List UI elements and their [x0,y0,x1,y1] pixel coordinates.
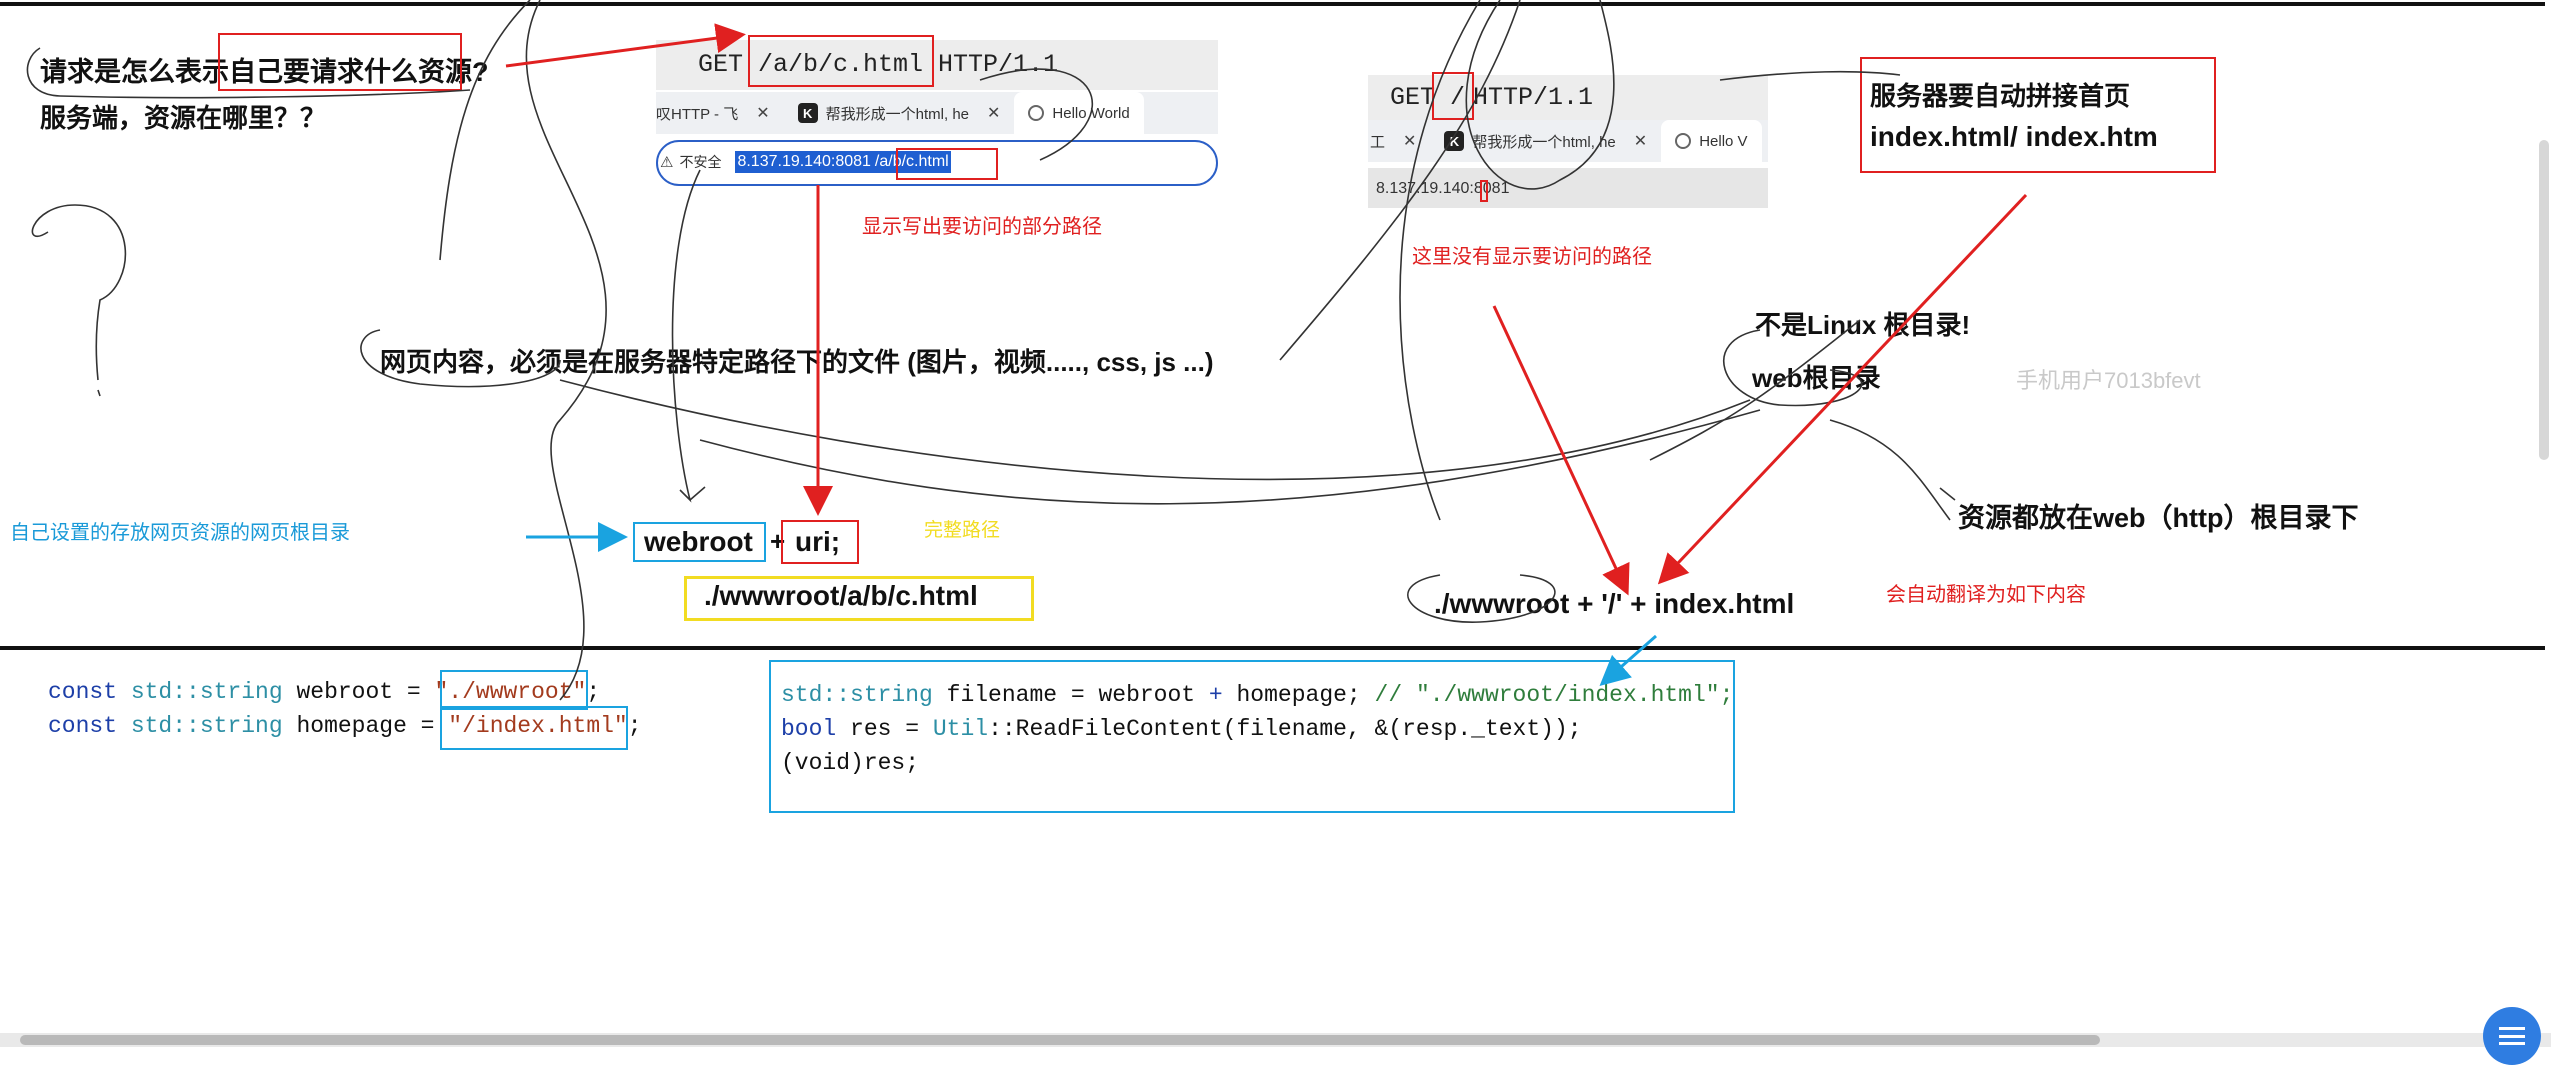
uri-box [781,520,859,564]
translated-path: ./wwwroot + '/' + index.html [1434,588,1794,620]
warning-icon: ⚠ [660,154,674,171]
left-tab-hello-label: Hello World [1052,104,1130,122]
close-icon[interactable]: ✕ [987,105,1001,122]
ink-curve-6 [699,409,1761,505]
left-tab-http-label: 叹HTTP - 飞 [656,105,739,123]
right-request-path-box [1432,72,1474,120]
k-favicon-icon: K [797,103,818,123]
webroot-box [633,522,766,562]
left-tab-http[interactable]: 叹HTTP - 飞 ✕ [656,92,784,134]
code-line-read: bool res = Util::ReadFileContent(filenam… [781,716,1582,742]
code-line-filename: std::string filename = webroot + homepag… [781,682,1734,708]
webroot-value-box [440,670,588,710]
code-line-homepage: const std::string homepage = "/index.htm… [48,713,642,739]
left-tab-html[interactable]: K 帮我形成一个html, he ✕ [784,92,1015,134]
top-divider [0,2,2545,6]
middle-divider [0,646,2545,650]
auto-translate-note: 会自动翻译为如下内容 [1886,584,2086,606]
left-request-path: /a/b/c.html [758,50,924,79]
ink-curve-10 [1829,419,1956,521]
uri-label: uri; [795,526,841,557]
webroot-label: webroot [644,526,753,557]
server-index-box [1860,57,2216,173]
webroot-note: 自己设置的存放网页资源的网页根目录 [10,522,350,544]
ink-question-mark [31,204,127,397]
chat-icon [2499,1027,2525,1045]
right-tab-html[interactable]: K 帮我形成一个html, he ✕ [1430,120,1661,162]
translated-slash: '/' [1601,588,1623,619]
close-icon[interactable]: ✕ [756,105,770,122]
k-favicon-icon: K [1444,131,1465,151]
right-request-line: GET /HTTP/1.1 [1390,83,1593,112]
web-root-label: web根目录 [1752,363,1881,393]
full-path-box [684,576,1034,621]
chat-button[interactable] [2483,1007,2541,1065]
code-right-box [769,660,1735,813]
right-request-version: HTTP/1.1 [1473,83,1594,112]
close-icon[interactable]: ✕ [1633,133,1648,150]
resources-in-webroot-note: 资源都放在web（http）根目录下 [1958,503,2359,533]
right-browser-annotation: 这里没有显示要访问的路径 [1412,246,1652,268]
red-arrow-right-to-slash [1492,305,1630,596]
left-tab-hello[interactable]: Hello World [1014,92,1144,134]
web-content-note: 网页内容，必须是在服务器特定路径下的文件 (图片，视频....., css, j… [380,347,1214,377]
right-url-end-box [1480,180,1488,202]
left-tab-html-label: 帮我形成一个html, he [825,105,969,123]
right-tab-1[interactable]: 工 ✕ [1368,120,1430,162]
insecure-label: 不安全 [679,154,722,170]
left-url-path-box [896,148,998,180]
ink-curve-2 [671,169,706,503]
left-url-host[interactable]: 8.137.19.140:8081 [735,151,873,173]
code-right: std::string filename = webroot + homepag… [781,678,1733,780]
right-tab-hello[interactable]: Hello V [1661,120,1762,162]
full-path-note: 完整路径 [924,520,1001,541]
horizontal-scroll-thumb[interactable] [20,1035,2100,1045]
right-url[interactable]: 8.137.19.140:8081 [1376,180,1510,197]
highlight-box-resource [218,33,462,91]
server-auto-index-line2: index.html/ index.htm [1870,121,2158,152]
translated-root: ./wwwroot [1434,588,1570,619]
homepage-value-box [440,706,628,750]
right-tab-1-label: 工 [1370,133,1386,151]
left-tabs: 叹HTTP - 飞 ✕ K 帮我形成一个html, he ✕ Hello Wor… [656,92,1144,134]
right-tab-hello-label: Hello V [1699,132,1748,150]
right-tabs: 工 ✕ K 帮我形成一个html, he ✕ Hello V [1368,120,1762,162]
question-server-resource: 服务端，资源在哪里？？ [40,103,327,133]
vertical-scroll-thumb[interactable] [2539,140,2549,460]
ink-curve-5 [559,379,1751,481]
left-address-content: ⚠ 不安全 8.137.19.140:8081/a/b/c.html [660,151,951,173]
translated-plus2: + [1622,588,1655,619]
translated-plus1: + [1569,588,1602,619]
close-icon[interactable]: ✕ [1403,133,1417,150]
watermark-text: 手机用户7013bfevt [2016,368,2201,393]
translated-file: index.html [1654,588,1795,619]
left-url-path[interactable]: /a/b/c.html [872,151,951,173]
globe-icon [1028,105,1045,121]
left-request-version: HTTP/1.1 [923,50,1059,79]
server-auto-index-line1: 服务器要自动拼接首页 [1870,81,2131,111]
right-tab-html-label: 帮我形成一个html, he [1472,133,1616,151]
globe-icon [1675,133,1692,149]
left-browser-annotation: 显示写出要访问的部分路径 [862,216,1102,238]
not-linux-root-note: 不是Linux 根目录! [1755,310,1971,340]
code-line-void: (void)res; [781,750,920,776]
full-path-value: ./wwwroot/a/b/c.html [704,580,978,611]
left-request-path-box [748,35,934,87]
